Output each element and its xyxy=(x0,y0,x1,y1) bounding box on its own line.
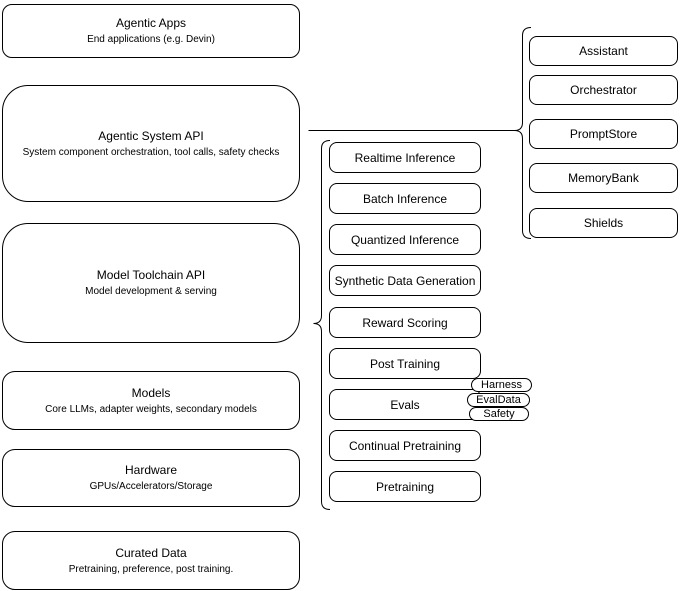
node-memorybank: MemoryBank xyxy=(529,163,678,193)
node-agentic-apps: Agentic Apps End applications (e.g. Devi… xyxy=(2,4,300,58)
node-title: Hardware xyxy=(124,463,178,477)
node-title: Models xyxy=(131,385,171,400)
node-promptstore: PromptStore xyxy=(529,119,678,149)
node-assistant: Assistant xyxy=(529,36,678,66)
node-label: Post Training xyxy=(369,356,441,371)
node-label: Shields xyxy=(583,216,624,230)
eval-tag-safety: Safety xyxy=(469,407,529,421)
node-subtitle: End applications (e.g. Devin) xyxy=(87,34,215,45)
node-subtitle: Model development & serving xyxy=(85,286,217,297)
node-orchestrator: Orchestrator xyxy=(529,75,678,105)
node-realtime-inference: Realtime Inference xyxy=(329,142,481,173)
node-label: Continual Pretraining xyxy=(348,438,462,453)
tag-label: EvalData xyxy=(476,394,521,406)
node-pretraining: Pretraining xyxy=(329,471,481,502)
node-hardware: Hardware GPUs/Accelerators/Storage xyxy=(2,449,300,507)
node-post-training: Post Training xyxy=(329,348,481,379)
node-label: Batch Inference xyxy=(362,191,448,206)
node-title: Curated Data xyxy=(115,545,187,560)
tag-label: Safety xyxy=(483,408,515,420)
node-synthetic-data-generation: Synthetic Data Generation xyxy=(329,265,481,296)
node-subtitle: System component orchestration, tool cal… xyxy=(22,146,280,158)
node-continual-pretraining: Continual Pretraining xyxy=(329,430,481,461)
node-label: Evals xyxy=(390,397,420,412)
node-title: Agentic Apps xyxy=(115,16,187,30)
node-agentic-system-api: Agentic System API System component orch… xyxy=(2,85,300,202)
tag-label: Harness xyxy=(481,379,522,391)
node-label: Assistant xyxy=(579,44,628,58)
eval-tag-evaldata: EvalData xyxy=(467,393,530,407)
node-shields: Shields xyxy=(529,208,678,238)
node-batch-inference: Batch Inference xyxy=(329,183,481,214)
eval-tag-harness: Harness xyxy=(471,378,532,392)
node-label: MemoryBank xyxy=(568,171,639,185)
node-curated-data: Curated Data Pretraining, preference, po… xyxy=(2,531,300,590)
node-models: Models Core LLMs, adapter weights, secon… xyxy=(2,371,300,430)
node-model-toolchain-api: Model Toolchain API Model development & … xyxy=(2,223,300,343)
node-evals: Evals xyxy=(329,389,481,420)
node-label: Quantized Inference xyxy=(350,232,460,247)
toolchain-brace xyxy=(313,140,331,510)
node-title: Agentic System API xyxy=(98,128,204,143)
node-label: Reward Scoring xyxy=(362,315,448,330)
node-subtitle: Core LLMs, adapter weights, secondary mo… xyxy=(45,403,257,415)
node-quantized-inference: Quantized Inference xyxy=(329,224,481,255)
node-label: Pretraining xyxy=(375,479,435,494)
node-subtitle: Pretraining, preference, post training. xyxy=(68,563,234,575)
node-title: Model Toolchain API xyxy=(96,268,206,282)
node-label: Orchestrator xyxy=(570,83,637,97)
node-subtitle: GPUs/Accelerators/Storage xyxy=(89,481,213,492)
node-label: PromptStore xyxy=(569,127,638,141)
node-label: Synthetic Data Generation xyxy=(334,273,476,288)
node-reward-scoring: Reward Scoring xyxy=(329,307,481,338)
node-label: Realtime Inference xyxy=(354,150,456,165)
